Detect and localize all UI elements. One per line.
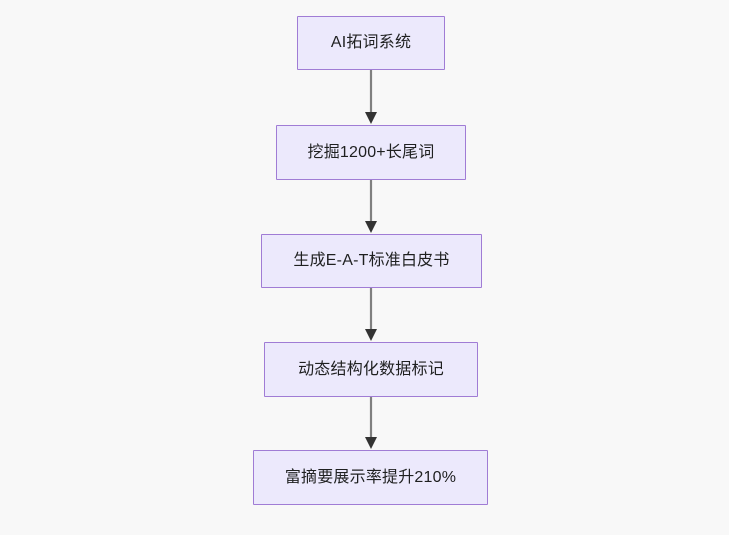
flowchart-node-rich-snippet-rate-increase[interactable]: 富摘要展示率提升210% bbox=[253, 450, 488, 505]
flowchart-node-generate-eat-whitepaper[interactable]: 生成E-A-T标准白皮书 bbox=[261, 234, 482, 288]
edge-node-3-to-node-4 bbox=[365, 288, 377, 341]
flowchart-node-label: 动态结构化数据标记 bbox=[298, 360, 444, 378]
flowchart-node-label: 挖掘1200+长尾词 bbox=[307, 143, 435, 161]
flowchart-node-label: 富摘要展示率提升210% bbox=[284, 468, 457, 486]
edge-node-2-to-node-3 bbox=[365, 180, 377, 233]
flowchart-node-label: AI拓词系统 bbox=[330, 34, 412, 52]
flowchart-node-dynamic-structured-data-markup[interactable]: 动态结构化数据标记 bbox=[264, 342, 478, 397]
flowchart-node-label: 生成E-A-T标准白皮书 bbox=[293, 252, 450, 270]
flowchart-node-mine-longtail-keywords[interactable]: 挖掘1200+长尾词 bbox=[276, 125, 466, 180]
flowchart-node-ai-keyword-system[interactable]: AI拓词系统 bbox=[297, 16, 445, 70]
edge-node-1-to-node-2 bbox=[365, 70, 377, 124]
edge-node-4-to-node-5 bbox=[365, 397, 377, 449]
